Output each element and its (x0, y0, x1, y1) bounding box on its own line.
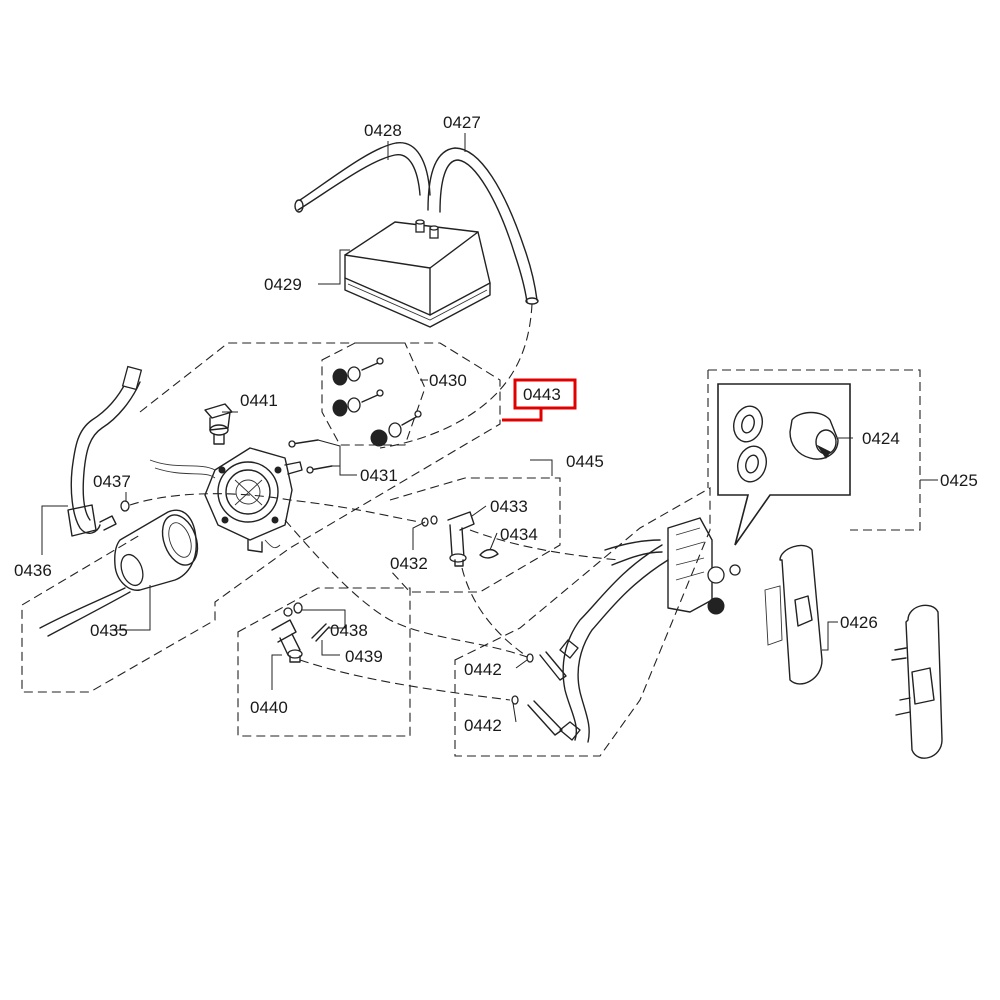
heater-0435[interactable] (39, 509, 204, 637)
label-0443[interactable]: 0443 (523, 385, 561, 404)
connectors-0442[interactable] (511, 651, 567, 736)
zoom-callout-frame (717, 383, 851, 546)
pump-assembly[interactable] (149, 447, 303, 553)
label-0430[interactable]: 0430 (429, 371, 467, 390)
leader-lines (41, 133, 938, 723)
label-0435[interactable]: 0435 (90, 621, 128, 640)
label-0442-a[interactable]: 0442 (464, 660, 502, 679)
label-0440[interactable]: 0440 (250, 698, 288, 717)
route-line-a (129, 493, 421, 523)
hose-0427[interactable] (379, 147, 539, 449)
label-0433[interactable]: 0433 (490, 497, 528, 516)
ring-0437[interactable] (120, 500, 130, 512)
label-0432[interactable]: 0432 (390, 554, 428, 573)
panel-frame[interactable] (891, 604, 943, 759)
highlight-0443[interactable] (502, 378, 577, 422)
knob-0441[interactable] (204, 403, 233, 445)
oring-0432[interactable] (421, 515, 438, 527)
label-0442-b[interactable]: 0442 (464, 716, 502, 735)
part-labels: 0428 0427 0429 0430 0441 0443 0431 0445 … (14, 113, 978, 735)
label-0438[interactable]: 0438 (330, 621, 368, 640)
pin-0439[interactable] (311, 623, 330, 642)
pipe-0436[interactable] (67, 365, 143, 537)
label-0441[interactable]: 0441 (240, 391, 278, 410)
label-0436[interactable]: 0436 (14, 561, 52, 580)
label-0445[interactable]: 0445 (566, 452, 604, 471)
label-0434[interactable]: 0434 (500, 525, 538, 544)
route-line-e (461, 567, 526, 656)
label-0437[interactable]: 0437 (93, 472, 131, 491)
label-0425[interactable]: 0425 (940, 471, 978, 490)
washer-set-0430[interactable] (332, 357, 422, 447)
fitting-0433[interactable] (447, 511, 475, 567)
group-boundary-0430 (321, 342, 426, 446)
label-0439[interactable]: 0439 (345, 647, 383, 666)
group-boundary-control (454, 487, 711, 757)
hose-0428[interactable] (294, 142, 431, 213)
ring-0438[interactable] (293, 602, 303, 614)
clip-0434[interactable] (479, 548, 499, 559)
seal-0424[interactable] (730, 403, 839, 485)
label-0429[interactable]: 0429 (264, 275, 302, 294)
panel-0426[interactable] (764, 544, 823, 685)
tank-0429[interactable] (344, 219, 491, 328)
route-line-d (469, 529, 621, 561)
route-line-c (299, 659, 511, 701)
label-0431[interactable]: 0431 (360, 466, 398, 485)
group-boundary-0425 (707, 369, 921, 531)
screws-0431[interactable] (288, 439, 333, 474)
label-0426[interactable]: 0426 (840, 613, 878, 632)
label-0427[interactable]: 0427 (443, 113, 481, 132)
group-boundary-0440 (237, 587, 411, 737)
group-boundary-0445 (389, 477, 561, 593)
label-0424[interactable]: 0424 (862, 429, 900, 448)
valve-0440[interactable] (271, 607, 303, 663)
label-0428[interactable]: 0428 (364, 121, 402, 140)
thermostat-unit[interactable] (559, 517, 741, 743)
